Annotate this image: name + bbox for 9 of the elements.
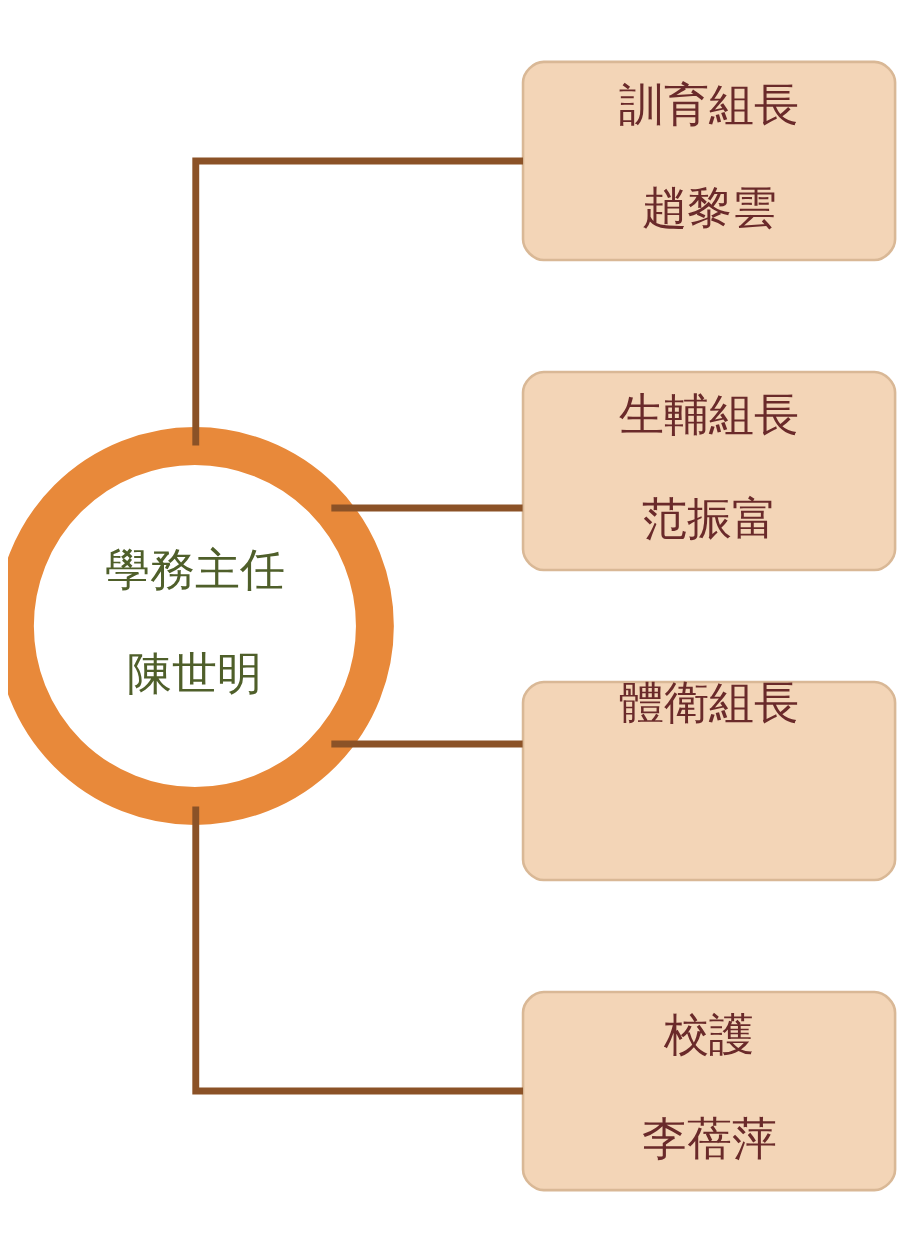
connector	[192, 157, 523, 446]
connector	[331, 740, 523, 748]
node-box: 體衛組長	[521, 680, 897, 882]
node-box: 校護 李蓓萍	[521, 990, 897, 1192]
node-box: 訓育組長 趙黎雲	[521, 60, 897, 262]
connector	[331, 504, 523, 512]
node-box: 生輔組長 范振富	[521, 370, 897, 572]
node-circle: 學務主任 陳世明	[8, 427, 394, 825]
connector	[192, 806, 523, 1095]
